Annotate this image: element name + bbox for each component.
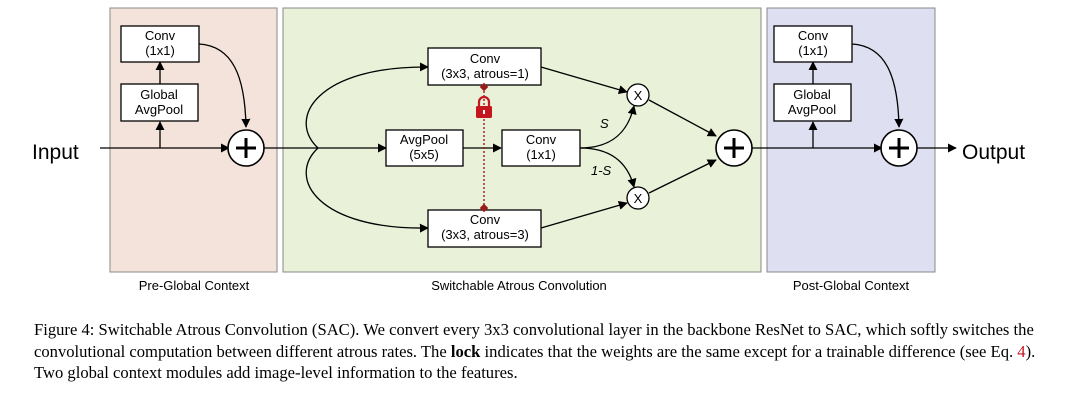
post-global-avgpool-line1: Global: [793, 87, 831, 102]
svg-text:X: X: [634, 88, 643, 103]
pre-conv-line1: Conv: [145, 28, 176, 43]
sac-add-icon: [715, 129, 753, 167]
post-add-icon: [880, 129, 918, 167]
pre-global-avgpool-line1: Global: [140, 87, 178, 102]
multiply-top-icon: X: [626, 83, 650, 107]
pre-conv-line2: (1x1): [145, 43, 175, 58]
sac-diagram: Pre-Global Context Switchable Atrous Con…: [32, 7, 1025, 293]
switch-s-label: S: [600, 116, 609, 131]
svg-text:X: X: [634, 191, 643, 206]
post-global-context-label: Post-Global Context: [793, 278, 910, 293]
pre-conv-1x1-box: [120, 25, 200, 63]
conv-3x3-atrous1-box: [427, 47, 542, 86]
conv-bottom-line1: Conv: [470, 212, 501, 227]
pre-add-icon: [227, 129, 265, 167]
figure-caption: Figure 4: Switchable Atrous Convolution …: [34, 319, 1062, 384]
post-global-avgpool-line2: AvgPool: [788, 102, 836, 117]
conv-3x3-atrous3-box: [427, 209, 542, 248]
multiply-bottom-icon: X: [626, 186, 650, 210]
caption-part1: Figure 4: Switchable Atrous Convolution …: [34, 320, 1038, 361]
avgpool-5x5-box: [385, 129, 464, 167]
post-conv-1x1-box: [773, 25, 853, 63]
caption-bold-lock: lock: [450, 341, 481, 361]
pre-global-avgpool-box: [120, 83, 199, 122]
post-global-avgpool-box: [773, 83, 852, 122]
sac-label: Switchable Atrous Convolution: [431, 278, 607, 293]
avgpool-line1: AvgPool: [400, 132, 448, 147]
conv-top-line2: (3x3, atrous=1): [441, 66, 529, 81]
equation-reference-link[interactable]: 4: [1017, 341, 1026, 361]
lock-icon: [476, 95, 492, 118]
avgpool-line2: (5x5): [409, 147, 439, 162]
pre-global-avgpool-line2: AvgPool: [135, 102, 183, 117]
post-conv-line2: (1x1): [798, 43, 828, 58]
conv-bottom-line2: (3x3, atrous=3): [441, 227, 529, 242]
conv-mid-1x1-box: [501, 129, 581, 167]
output-label: Output: [962, 141, 1025, 164]
caption-part2: indicates that the weights are the same …: [480, 341, 1018, 361]
conv-mid-line2: (1x1): [526, 147, 556, 162]
caption-part3: ). Two global context modules add image-…: [34, 341, 1040, 383]
pre-global-context-label: Pre-Global Context: [139, 278, 250, 293]
post-conv-line1: Conv: [798, 28, 829, 43]
conv-top-line1: Conv: [470, 51, 501, 66]
switch-1s-label: 1-S: [591, 163, 612, 178]
conv-mid-line1: Conv: [526, 132, 557, 147]
input-label: Input: [32, 141, 79, 164]
